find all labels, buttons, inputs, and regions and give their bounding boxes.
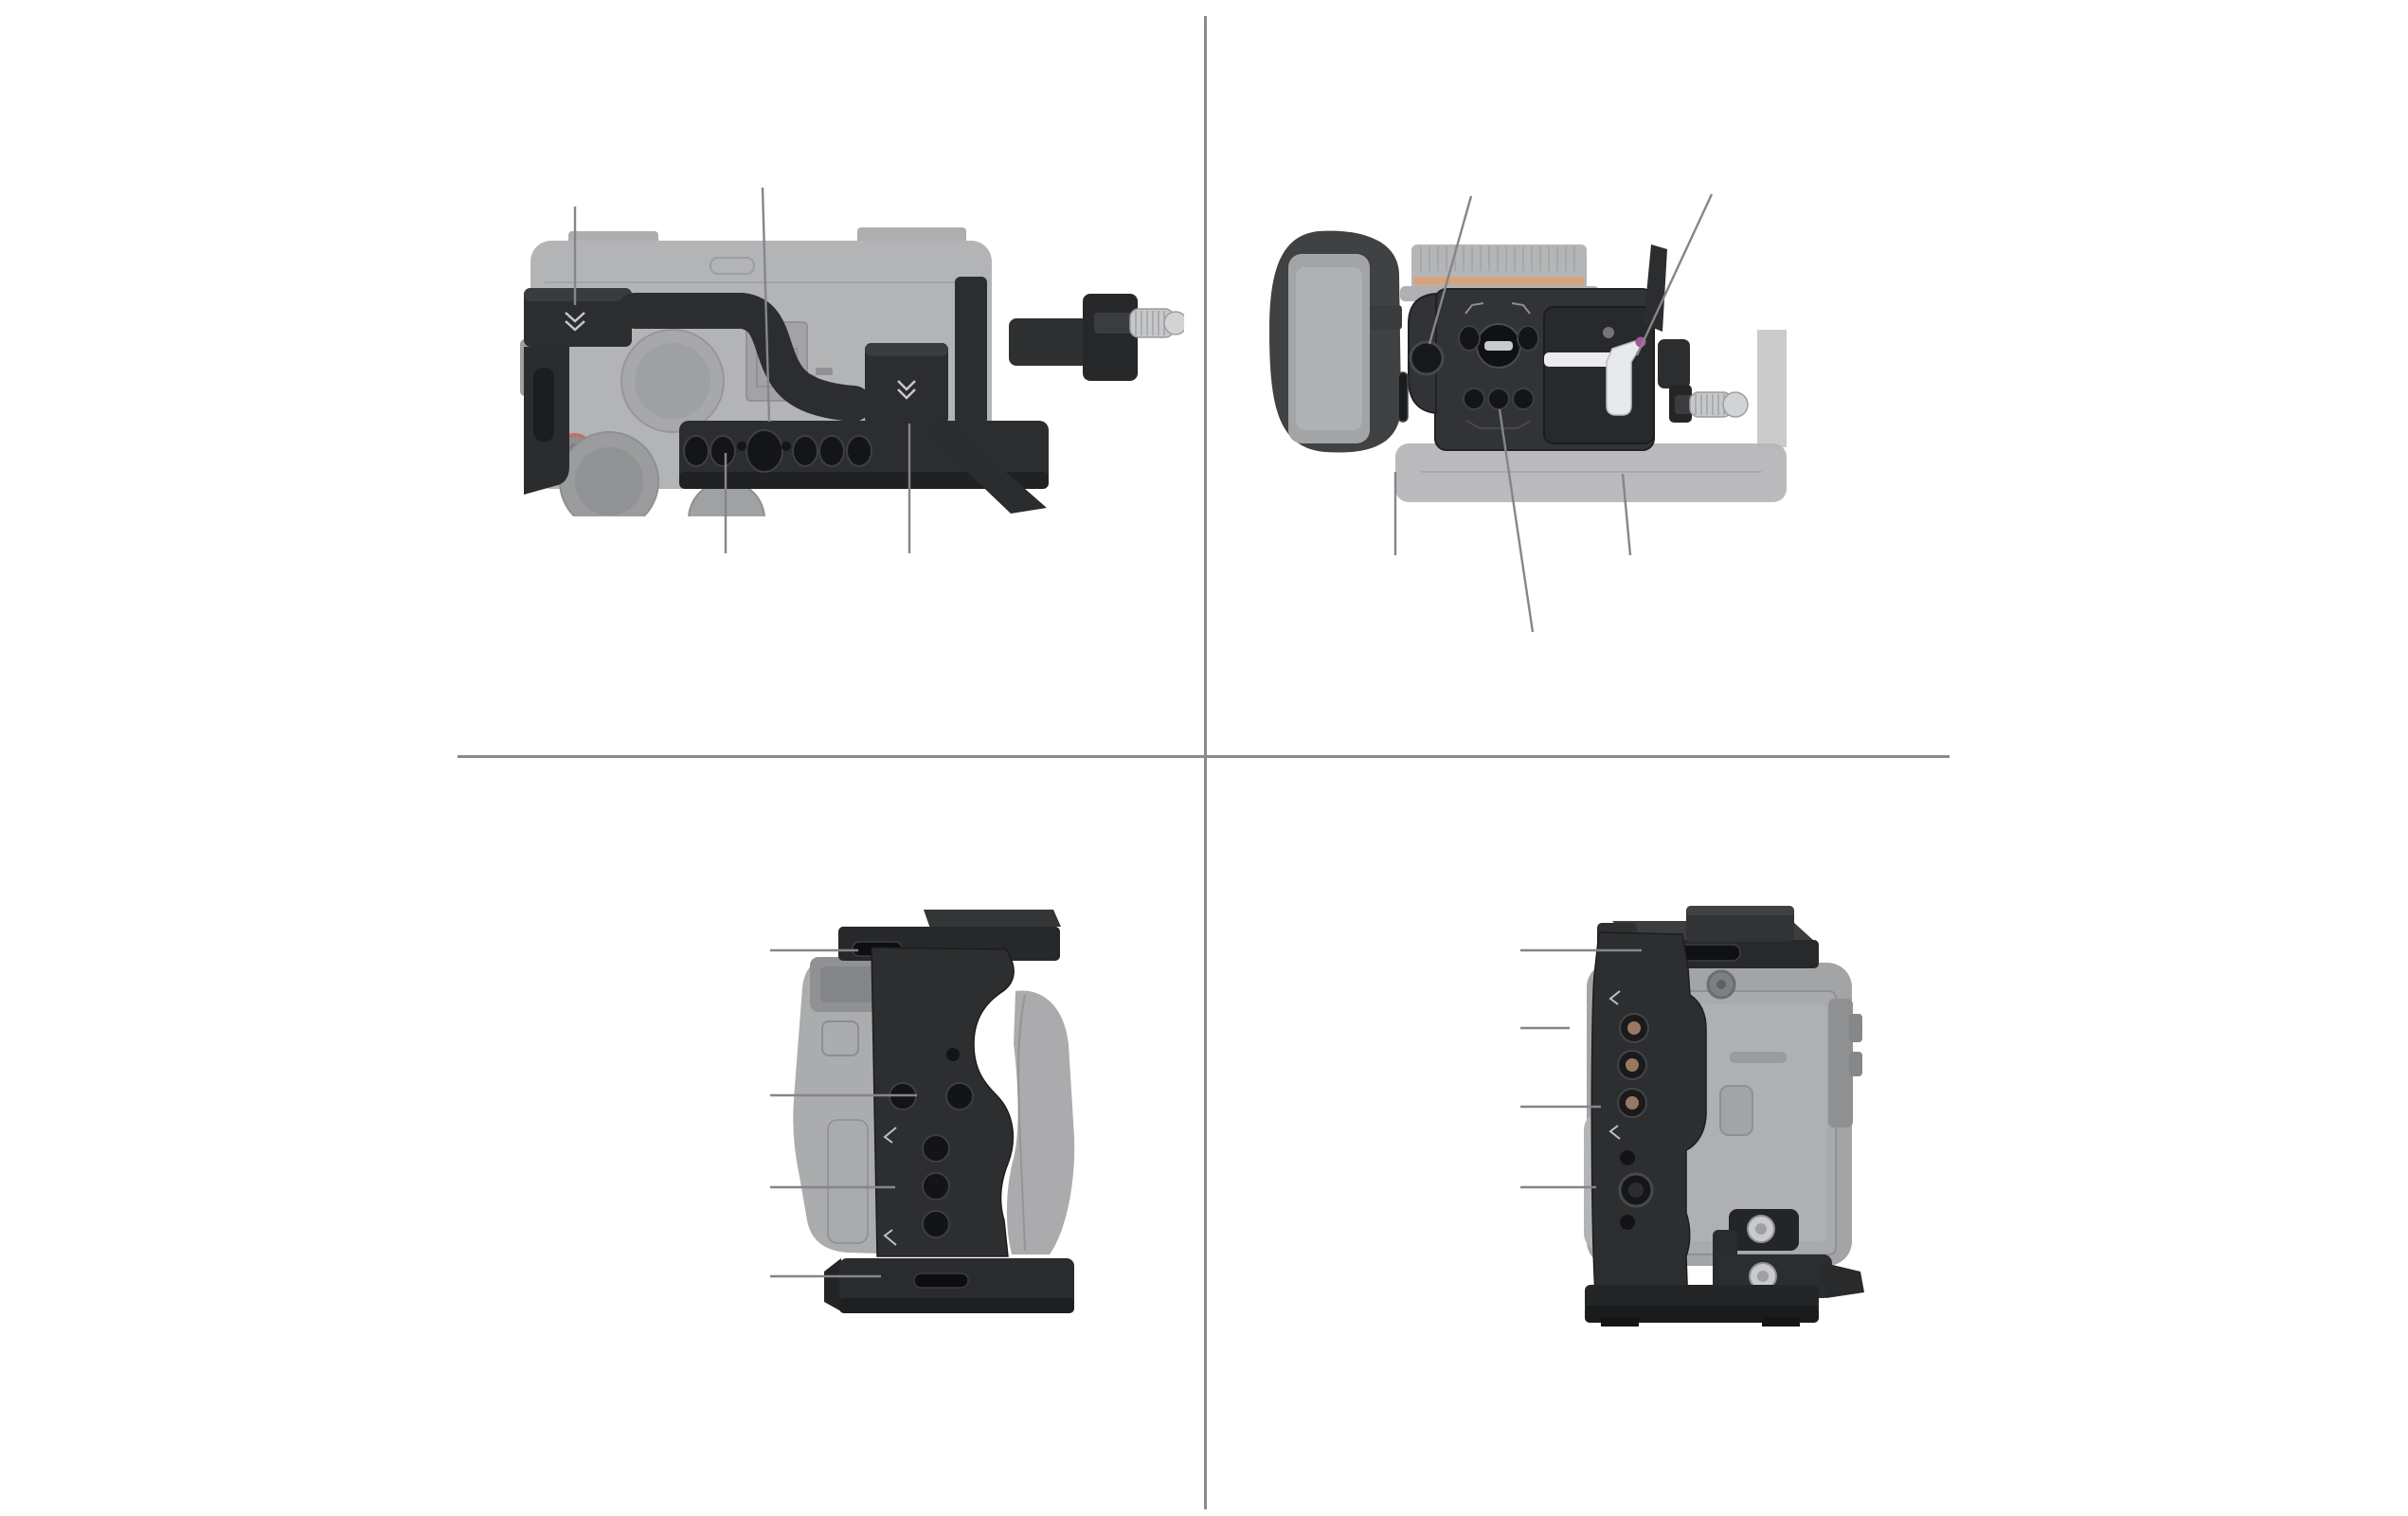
- right-bracket: [955, 277, 987, 424]
- illustration-grip-side-view: [793, 910, 1075, 1313]
- quadrant-divider-vertical: [1204, 16, 1207, 1509]
- handle-curve: [617, 293, 872, 422]
- illustration-side-view: [520, 227, 1184, 516]
- lens-ring: [1413, 277, 1585, 285]
- strap-slot: [1397, 371, 1409, 423]
- lock-lever: [1644, 244, 1667, 332]
- grip-ghost: [1006, 990, 1075, 1254]
- threaded-hole: [1463, 388, 1485, 410]
- threaded-hole: [922, 1172, 950, 1200]
- cage-frame: [524, 277, 1184, 514]
- mode-dial: [620, 329, 725, 433]
- illustration-bottom-view: [1269, 230, 1787, 502]
- cable-clamp: [1713, 1209, 1864, 1300]
- support-arm: [924, 415, 1047, 514]
- cold-shoe-mount-left: [524, 288, 632, 347]
- flip-screen: [1269, 230, 1402, 453]
- wrench-pin: [1635, 336, 1646, 348]
- arca-swiss-plate: [1543, 306, 1655, 444]
- clamp-and-thumbscrew: [1658, 339, 1749, 423]
- base-plate: [824, 1258, 1074, 1313]
- cold-shoe-mount-right: [865, 343, 948, 424]
- base-plate: [1585, 1285, 1819, 1326]
- locating-hole: [889, 1082, 917, 1110]
- nato-rail-column: [1590, 931, 1707, 1310]
- illustration-rear-view: [1584, 906, 1864, 1326]
- thumbscrew: [1094, 308, 1184, 338]
- strap-slot-bottom: [913, 1272, 969, 1289]
- quadrant-divider-horizontal: [458, 755, 1950, 758]
- qd-socket: [1409, 340, 1445, 376]
- cage-side-plate: [871, 947, 1015, 1257]
